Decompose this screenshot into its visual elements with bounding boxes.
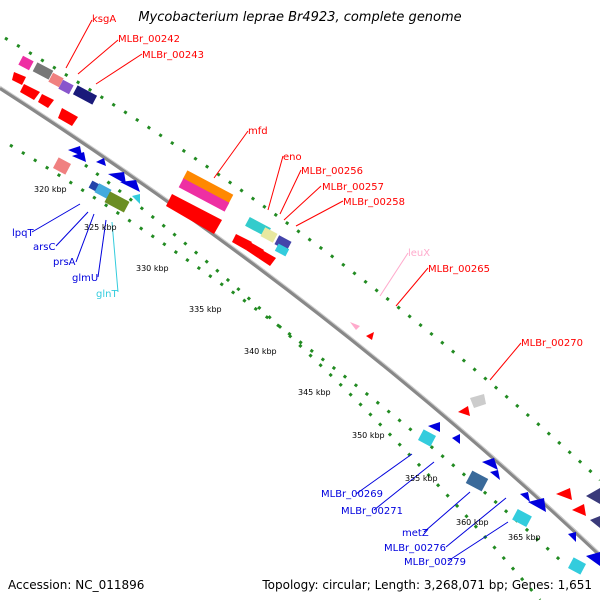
accession-text: Accession: NC_011896 [8, 578, 145, 592]
gene-cluster-00269 [418, 422, 600, 575]
label-ksgA: ksgA [92, 14, 116, 25]
tick-335: 335 kbp [189, 305, 222, 314]
label-leuX: leuX [408, 248, 430, 259]
label-MLBr_00269: MLBr_00269 [321, 489, 383, 500]
gene-leuX [350, 322, 360, 330]
leuX-leader-line [379, 252, 409, 297]
gene-MLBr_00265 [366, 332, 374, 340]
outer-dotted-track [4, 36, 600, 482]
label-lpqT: lpqT [12, 228, 34, 239]
tick-360: 360 kbp [456, 518, 489, 527]
label-arsC: arsC [33, 242, 55, 253]
map-title: Mycobacterium leprae Br4923, complete ge… [138, 10, 462, 25]
tick-325: 325 kbp [84, 223, 117, 232]
forward-leader-lines [65, 19, 522, 381]
gene-right-4 [590, 516, 600, 528]
label-glmU: glmU [72, 273, 98, 284]
label-MLBr_00270: MLBr_00270 [521, 338, 583, 349]
label-MLBr_00271: MLBr_00271 [341, 506, 403, 517]
gene-MLBr_00270 [470, 394, 486, 408]
label-prsA: prsA [53, 257, 76, 268]
gene-cluster-lpqT [53, 146, 140, 213]
tick-350: 350 kbp [352, 431, 385, 440]
tick-330: 330 kbp [136, 264, 169, 273]
label-MLBr_00279: MLBr_00279 [404, 557, 466, 568]
gene-cluster-ksgA [12, 55, 98, 126]
label-MLBr_00243: MLBr_00243 [142, 50, 204, 61]
label-eno: eno [283, 152, 302, 163]
tick-355: 355 kbp [405, 474, 438, 483]
label-MLBr_00257: MLBr_00257 [322, 182, 384, 193]
gene-right-1 [556, 488, 572, 500]
inner-dotted-track [9, 143, 562, 562]
label-MLBr_00242: MLBr_00242 [118, 34, 180, 45]
gene-MLBr_00270b [458, 406, 470, 416]
reverse-leader-lines [31, 203, 509, 562]
label-MLBr_00276: MLBr_00276 [384, 543, 446, 554]
genome-backbone-highlight [0, 85, 600, 554]
label-mfd: mfd [248, 126, 268, 137]
label-MLBr_00256: MLBr_00256 [301, 166, 363, 177]
tick-dotted-track [84, 163, 542, 600]
tick-365: 365 kbp [508, 533, 541, 542]
tick-345: 345 kbp [298, 388, 331, 397]
label-metZ: metZ [402, 528, 429, 539]
gene-cluster-mfd [166, 170, 292, 266]
label-MLBr_00258: MLBr_00258 [343, 197, 405, 208]
gene-right-3 [572, 504, 586, 516]
topology-text: Topology: circular; Length: 3,268,071 bp… [262, 578, 592, 592]
tick-320: 320 kbp [34, 185, 67, 194]
tick-340: 340 kbp [244, 347, 277, 356]
label-MLBr_00265: MLBr_00265 [428, 264, 490, 275]
gene-right-2 [586, 488, 600, 504]
glnT-leader-line [111, 221, 119, 293]
genome-backbone [0, 86, 600, 557]
label-glnT: glnT [96, 289, 118, 300]
